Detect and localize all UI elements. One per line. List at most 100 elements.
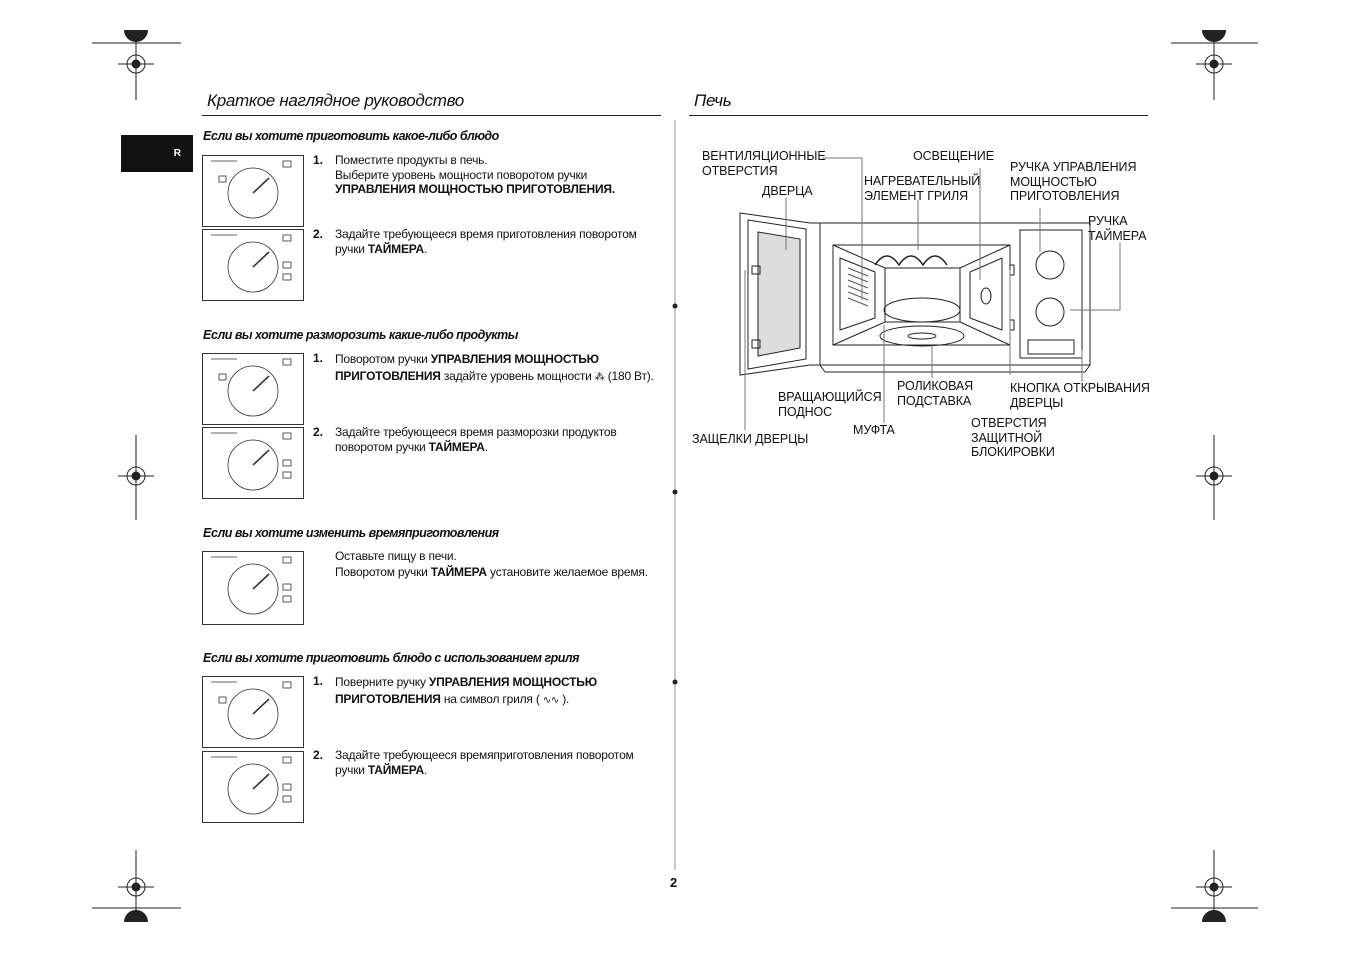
title-rule-left [202, 115, 661, 117]
label-vent: ВЕНТИЛЯЦИОННЫЕ ОТВЕРСТИЯ [702, 149, 826, 178]
step-line: на символ гриля ( [440, 692, 543, 706]
step-bold: ТАЙМЕРА [428, 439, 485, 454]
step-line: Задайте требующееся время приготовления … [335, 227, 637, 241]
label-line: ДВЕРЦЫ [1010, 395, 1064, 410]
page-title-left: Краткое наглядное руководство [207, 91, 464, 110]
step-bold: ПРИГОТОВЛЕНИЯ [335, 369, 441, 383]
step-line: Поместите продукты в печь. [335, 153, 488, 167]
dial-icon [211, 160, 292, 219]
label-heater: НАГРЕВАТЕЛЬНЫЙ ЭЛЕМЕНТ ГРИЛЯ [864, 174, 980, 203]
section-title-cook: Если вы хотите приготовить какое-либо бл… [203, 129, 499, 143]
step-line: . [423, 241, 428, 256]
step-line: Задайте требующееся время разморозки про… [335, 425, 617, 439]
timer-dial-image [202, 427, 304, 499]
dial-icon [211, 234, 292, 293]
label-latches: ЗАЩЕЛКИ ДВЕРЦЫ [692, 432, 809, 446]
step-bold: ПРИГОТОВЛЕНИЯ [335, 692, 441, 706]
step-text: Задайте требующееся время приготовления … [335, 227, 665, 256]
timer-dial-image [202, 229, 304, 301]
step-bold: ТАЙМЕРА [367, 241, 424, 256]
label-line: ЗАЩИТНОЙ [971, 430, 1043, 445]
step-line: . [423, 762, 428, 777]
step-text: Задайте требующееся время разморозки про… [335, 425, 665, 454]
dial-icon [211, 556, 292, 615]
step-line: (180 Вт). [604, 369, 654, 383]
step-text: Поверните ручку УПРАВЛЕНИЯ МОЩНОСТЬЮ ПРИ… [335, 674, 665, 709]
step-bold: УПРАВЛЕНИЯ МОЩНОСТЬЮ ПРИГОТОВЛЕНИЯ. [335, 182, 615, 196]
step-bold: УПРАВЛЕНИЯ МОЩНОСТЬЮ [428, 675, 597, 689]
dial-icon [211, 681, 292, 740]
step-line: ). [559, 692, 570, 706]
step-number: 2. [313, 425, 324, 439]
step-number: 2. [313, 227, 324, 241]
label-line: МОЩНОСТЬЮ [1010, 174, 1097, 189]
timer-dial-image [202, 751, 304, 823]
label-line: КНОПКА ОТКРЫВАНИЯ [1010, 381, 1150, 395]
step-text: Задайте требующееся времяприготовления п… [335, 748, 665, 777]
label-power-knob: РУЧКА УПРАВЛЕНИЯ МОЩНОСТЬЮ ПРИГОТОВЛЕНИЯ [1010, 160, 1136, 204]
dial-icon [211, 432, 292, 491]
label-open-button: КНОПКА ОТКРЫВАНИЯ ДВЕРЦЫ [1010, 381, 1150, 410]
step-number: 1. [313, 674, 324, 688]
label-door: ДВЕРЦА [762, 184, 813, 198]
grill-icon: ∿∿ [542, 695, 560, 706]
step-number: 1. [313, 351, 324, 365]
step-line: ручки [335, 241, 368, 256]
section-title-grill: Если вы хотите приготовить блюдо с испол… [203, 651, 580, 665]
label-line: РУЧКА [1088, 214, 1128, 228]
label-interlock: ОТВЕРСТИЯ ЗАЩИТНОЙ БЛОКИРОВКИ [971, 416, 1055, 460]
section-title-change-time: Если вы хотите изменить времяприготовлен… [203, 526, 499, 540]
step-line: установите желаемое время. [486, 564, 648, 579]
title-rule-right [689, 115, 1148, 117]
step-line: Задайте требующееся времяприготовления п… [335, 748, 634, 762]
label-line: ПОДСТАВКА [897, 393, 972, 408]
step-text: Поворотом ручки УПРАВЛЕНИЯ МОЩНОСТЬЮ ПРИ… [335, 351, 665, 386]
step-text: Поместите продукты в печь. Выберите уров… [335, 153, 665, 197]
step-number: 1. [313, 153, 324, 167]
step-bold: УПРАВЛЕНИЯ МОЩНОСТЬЮ [430, 352, 599, 366]
label-line: ВРАЩАЮЩИЙСЯ [778, 390, 882, 404]
label-line: ВЕНТИЛЯЦИОННЫЕ [702, 149, 826, 163]
label-line: ПРИГОТОВЛЕНИЯ [1010, 189, 1120, 203]
step-number: 2. [313, 748, 324, 762]
section-title-defrost: Если вы хотите разморозить какие-либо пр… [203, 328, 518, 342]
power-dial-image [202, 676, 304, 748]
step-line: ручки [335, 762, 368, 777]
label-timer-knob: РУЧКА ТАЙМЕРА [1088, 214, 1147, 243]
label-line: БЛОКИРОВКИ [971, 445, 1055, 459]
step-line: . [484, 439, 488, 454]
language-tab: R [121, 135, 193, 172]
step-line: задайте уровень мощности [440, 369, 595, 383]
dial-icon [211, 358, 292, 417]
label-line: ОТВЕРСТИЯ [971, 416, 1047, 430]
label-coupler: МУФТА [853, 423, 895, 437]
label-tray: ВРАЩАЮЩИЙСЯ ПОДНОС [778, 390, 882, 419]
defrost-power-icon: ⁂ [594, 372, 605, 383]
step-line: Поворотом ручки [335, 352, 431, 366]
step-bold: ТАЙМЕРА [430, 564, 487, 579]
oven-diagram [739, 157, 1121, 430]
power-dial-image [202, 155, 304, 227]
step-line: Поверните ручку [335, 675, 429, 689]
label-line: ЭЛЕМЕНТ ГРИЛЯ [864, 188, 969, 203]
page-number: 2 [670, 875, 678, 890]
step-line: поворотом ручки [335, 439, 429, 454]
label-roller: РОЛИКОВАЯ ПОДСТАВКА [897, 379, 973, 408]
page-title-right: Печь [694, 91, 732, 110]
power-dial-image [202, 353, 304, 425]
step-text: Оставьте пищу в печи. Поворотом ручки ТА… [335, 549, 665, 580]
label-line: ТАЙМЕРА [1088, 228, 1147, 243]
timer-dial-image [202, 551, 304, 625]
label-line: НАГРЕВАТЕЛЬНЫЙ [864, 174, 981, 188]
label-line: ОТВЕРСТИЯ [702, 163, 778, 178]
label-line: РОЛИКОВАЯ [897, 379, 974, 393]
label-line: ПОДНОС [778, 404, 833, 419]
step-bold: ТАЙМЕРА [367, 762, 424, 777]
step-line: Выберите уровень мощности поворотом ручк… [335, 167, 588, 182]
dial-icon [211, 756, 292, 815]
label-light: ОСВЕЩЕНИЕ [913, 149, 994, 163]
label-line: РУЧКА УПРАВЛЕНИЯ [1010, 160, 1137, 174]
step-line: Оставьте пищу в печи. [335, 549, 457, 563]
step-line: Поворотом ручки [335, 564, 431, 579]
